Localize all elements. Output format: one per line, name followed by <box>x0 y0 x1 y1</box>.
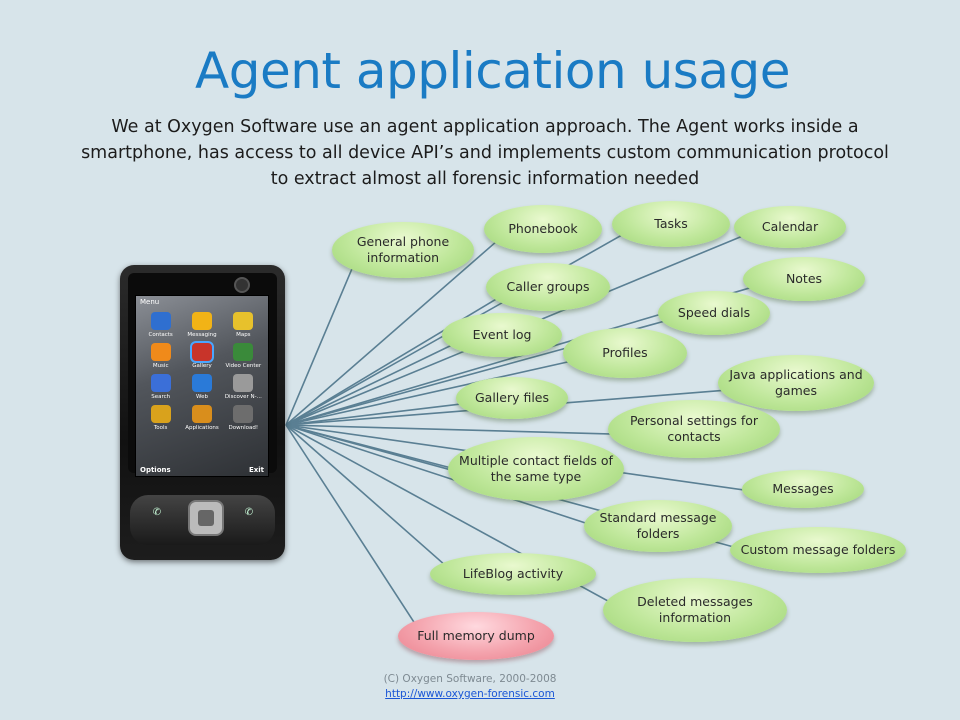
app-label: Search <box>151 394 171 400</box>
app-icon <box>191 405 212 423</box>
phone-app-discover-n: Discover N-... <box>223 374 264 400</box>
camera-icon <box>234 277 250 293</box>
app-icon <box>189 341 214 363</box>
node-phonebook: Phonebook <box>484 205 602 253</box>
node-deleted-messages: Deleted messages information <box>603 578 787 642</box>
page-title: Agent application usage <box>195 42 790 100</box>
app-icon <box>150 312 171 330</box>
node-gallery-files: Gallery files <box>456 377 568 419</box>
phone-app-applications: Applications <box>181 405 222 431</box>
connector-phonebook <box>285 233 506 426</box>
node-standard-message-folders: Standard message folders <box>584 500 732 552</box>
phone-keypad: ✆ ✆ <box>130 495 275 545</box>
call-key-icon: ✆ <box>152 507 162 518</box>
app-label: Tools <box>153 425 168 431</box>
phone-app-contacts: Contacts <box>140 312 181 338</box>
connector-fullmem <box>285 424 427 642</box>
node-java-applications: Java applications and games <box>718 355 874 411</box>
phone-app-messaging: Messaging <box>181 312 222 338</box>
node-profiles: Profiles <box>563 328 687 378</box>
connector-caller <box>285 291 509 426</box>
app-icon <box>233 343 254 361</box>
node-event-log: Event log <box>442 313 562 357</box>
footer: (C) Oxygen Software, 2000-2008 http://ww… <box>300 672 640 702</box>
connector-gallery <box>285 401 477 426</box>
app-label: Contacts <box>148 332 173 338</box>
phone-app-tools: Tools <box>140 405 181 431</box>
app-icon <box>233 405 254 423</box>
node-general-phone-information: General phone information <box>332 222 474 278</box>
node-calendar: Calendar <box>734 206 846 248</box>
node-messages: Messages <box>742 470 864 508</box>
node-lifeblog-activity: LifeBlog activity <box>430 553 596 595</box>
footer-link[interactable]: http://www.oxygen-forensic.com <box>385 688 555 700</box>
node-notes: Notes <box>743 257 865 301</box>
node-full-memory-dump: Full memory dump <box>398 612 554 660</box>
end-key-icon: ✆ <box>244 507 254 518</box>
app-icon <box>233 374 254 392</box>
phone-options-label: Options <box>140 466 171 474</box>
phone-app-download: Download! <box>223 405 264 431</box>
phone-app-web: Web <box>181 374 222 400</box>
node-caller-groups: Caller groups <box>486 263 610 311</box>
connector-standard <box>285 424 611 532</box>
phone-app-search: Search <box>140 374 181 400</box>
app-label: Maps <box>236 332 251 338</box>
app-label: Music <box>152 363 169 369</box>
node-tasks: Tasks <box>612 201 730 247</box>
phone-app-music: Music <box>140 343 181 369</box>
app-icon <box>150 405 171 423</box>
phone-app-video-center: Video Center <box>223 343 264 369</box>
node-personal-settings: Personal settings for contacts <box>608 400 780 458</box>
phone-exit-label: Exit <box>248 466 264 474</box>
connector-lifeblog <box>285 424 461 579</box>
node-multiple-contact-fields: Multiple contact fields of the same type <box>448 437 624 501</box>
phone-menu-label: Menu <box>140 298 160 306</box>
app-icon <box>150 374 171 392</box>
node-custom-message-folders: Custom message folders <box>730 527 906 573</box>
app-icon <box>191 312 212 330</box>
app-label: Discover N-... <box>224 394 262 400</box>
connector-eventlog <box>285 338 464 426</box>
intro-paragraph: We at Oxygen Software use an agent appli… <box>81 117 889 189</box>
node-speed-dials: Speed dials <box>658 291 770 335</box>
app-icon <box>233 312 254 330</box>
app-label: Video Center <box>225 363 262 369</box>
app-label: Gallery <box>192 363 212 369</box>
app-label: Web <box>195 394 208 400</box>
app-icon <box>191 374 212 392</box>
connector-general <box>285 255 359 426</box>
connector-profiles <box>285 357 586 426</box>
app-label: Download! <box>228 425 259 431</box>
navigation-key <box>188 500 224 536</box>
app-label: Applications <box>185 425 219 431</box>
connector-personal <box>285 424 639 436</box>
phone-app-maps: Maps <box>223 312 264 338</box>
app-label: Messaging <box>187 332 217 338</box>
app-icon <box>150 343 171 361</box>
footer-copyright: (C) Oxygen Software, 2000-2008 <box>383 673 557 685</box>
phone-app-gallery: Gallery <box>181 341 222 369</box>
